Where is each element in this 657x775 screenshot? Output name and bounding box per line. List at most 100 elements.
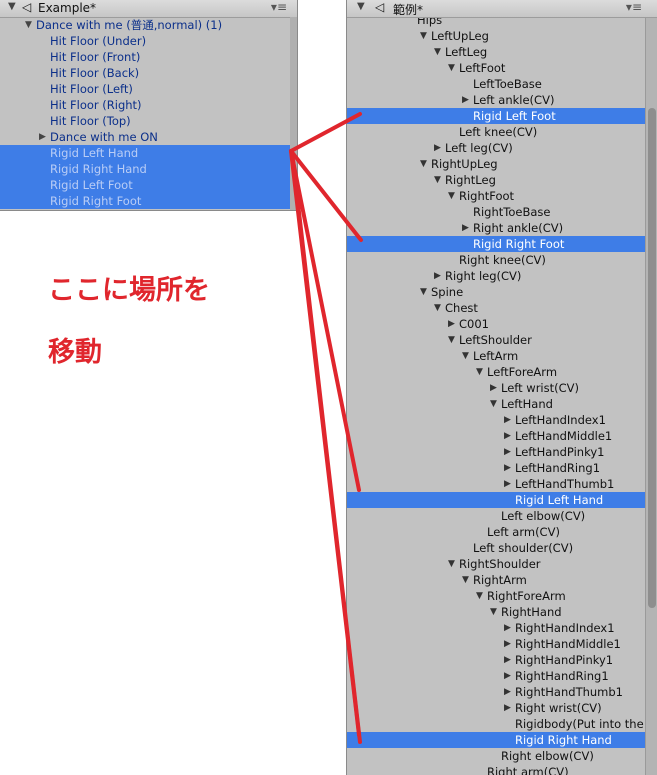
- tree-row[interactable]: Rigid Left Foot: [0, 177, 290, 193]
- expanded-arrow-icon[interactable]: ▼: [490, 399, 497, 409]
- expanded-arrow-icon[interactable]: ▼: [462, 575, 469, 585]
- scrollbar[interactable]: [290, 17, 297, 210]
- expanded-arrow-icon[interactable]: ▼: [462, 351, 469, 361]
- collapse-triangle-icon[interactable]: ▼: [8, 1, 16, 12]
- collapsed-arrow-icon[interactable]: ▶: [504, 479, 511, 489]
- tree-row[interactable]: Rigid Left Hand: [347, 492, 646, 508]
- tree-row[interactable]: Rigid Right Foot: [347, 236, 646, 252]
- tree-row[interactable]: ▶Left wrist(CV): [347, 380, 646, 396]
- expanded-arrow-icon[interactable]: ▼: [420, 287, 427, 297]
- expanded-arrow-icon[interactable]: ▼: [25, 20, 32, 30]
- tree-row[interactable]: Rigid Right Hand: [347, 732, 646, 748]
- tree-row[interactable]: ▶RightHandRing1: [347, 668, 646, 684]
- collapsed-arrow-icon[interactable]: ▶: [462, 95, 469, 105]
- expanded-arrow-icon[interactable]: ▼: [434, 47, 441, 57]
- tree-row[interactable]: Hit Floor (Left): [0, 81, 290, 97]
- tree-row[interactable]: ▶Right wrist(CV): [347, 700, 646, 716]
- collapsed-arrow-icon[interactable]: ▶: [504, 463, 511, 473]
- tree-row[interactable]: Left arm(CV): [347, 524, 646, 540]
- expanded-arrow-icon[interactable]: ▼: [420, 159, 427, 169]
- tree-row[interactable]: ▼LeftHand: [347, 396, 646, 412]
- tree-row[interactable]: ▼RightShoulder: [347, 556, 646, 572]
- collapsed-arrow-icon[interactable]: ▶: [504, 623, 511, 633]
- expanded-arrow-icon[interactable]: ▼: [434, 175, 441, 185]
- collapse-triangle-icon[interactable]: ▼: [357, 1, 365, 12]
- tree-row[interactable]: Left shoulder(CV): [347, 540, 646, 556]
- tree-row[interactable]: ▶LeftHandRing1: [347, 460, 646, 476]
- expanded-arrow-icon[interactable]: ▼: [448, 191, 455, 201]
- tree-row[interactable]: Hit Floor (Front): [0, 49, 290, 65]
- panel-menu-icon[interactable]: ▾≡: [625, 0, 642, 14]
- vertical-scrollbar[interactable]: [645, 18, 657, 775]
- expanded-arrow-icon[interactable]: ▼: [448, 63, 455, 73]
- expanded-arrow-icon[interactable]: ▼: [476, 591, 483, 601]
- tree-row[interactable]: Right elbow(CV): [347, 748, 646, 764]
- tree-row[interactable]: ▼RightUpLeg: [347, 156, 646, 172]
- hierarchy-header-example[interactable]: ▼ ◁ Example* ▾≡: [0, 0, 297, 18]
- tree-row[interactable]: Left elbow(CV): [347, 508, 646, 524]
- expanded-arrow-icon[interactable]: ▼: [448, 559, 455, 569]
- tree-row[interactable]: LeftToeBase: [347, 76, 646, 92]
- collapsed-arrow-icon[interactable]: ▶: [504, 655, 511, 665]
- tree-row[interactable]: Hit Floor (Under): [0, 33, 290, 49]
- expanded-arrow-icon[interactable]: ▼: [448, 335, 455, 345]
- collapsed-arrow-icon[interactable]: ▶: [504, 447, 511, 457]
- collapsed-arrow-icon[interactable]: ▶: [448, 319, 455, 329]
- tree-row[interactable]: ▶LeftHandIndex1: [347, 412, 646, 428]
- tree-row[interactable]: RightToeBase: [347, 204, 646, 220]
- collapsed-arrow-icon[interactable]: ▶: [39, 132, 46, 142]
- tree-row[interactable]: ▶Left leg(CV): [347, 140, 646, 156]
- tree-row[interactable]: ▶LeftHandPinky1: [347, 444, 646, 460]
- tree-row[interactable]: ▼RightHand: [347, 604, 646, 620]
- tree-row[interactable]: ▼LeftArm: [347, 348, 646, 364]
- tree-row[interactable]: ▼RightForeArm: [347, 588, 646, 604]
- tree-row[interactable]: Rigid Right Foot: [0, 193, 290, 209]
- tree-row[interactable]: ▼Dance with me (普通,normal) (1): [0, 17, 290, 33]
- expanded-arrow-icon[interactable]: ▼: [420, 31, 427, 41]
- tree-row[interactable]: ▶RightHandThumb1: [347, 684, 646, 700]
- tree-row[interactable]: ▼LeftLeg: [347, 44, 646, 60]
- collapsed-arrow-icon[interactable]: ▶: [490, 383, 497, 393]
- collapsed-arrow-icon[interactable]: ▶: [504, 671, 511, 681]
- tree-row[interactable]: ▶C001: [347, 316, 646, 332]
- tree-row[interactable]: Hit Floor (Right): [0, 97, 290, 113]
- collapsed-arrow-icon[interactable]: ▶: [504, 703, 511, 713]
- tree-row[interactable]: ▶Left ankle(CV): [347, 92, 646, 108]
- panel-menu-icon[interactable]: ▾≡: [270, 0, 287, 14]
- collapsed-arrow-icon[interactable]: ▶: [434, 143, 441, 153]
- tree-row[interactable]: ▼RightArm: [347, 572, 646, 588]
- tree-row[interactable]: ▼LeftFoot: [347, 60, 646, 76]
- collapsed-arrow-icon[interactable]: ▶: [504, 687, 511, 697]
- tree-row[interactable]: ▼LeftShoulder: [347, 332, 646, 348]
- collapsed-arrow-icon[interactable]: ▶: [434, 271, 441, 281]
- collapsed-arrow-icon[interactable]: ▶: [504, 431, 511, 441]
- tree-row[interactable]: ▶RightHandPinky1: [347, 652, 646, 668]
- expanded-arrow-icon[interactable]: ▼: [434, 303, 441, 313]
- tree-row[interactable]: ▼LeftUpLeg: [347, 28, 646, 44]
- tree-row[interactable]: Rigid Right Hand: [0, 161, 290, 177]
- tree-row[interactable]: ▶Right leg(CV): [347, 268, 646, 284]
- tree-row[interactable]: ▶LeftHandMiddle1: [347, 428, 646, 444]
- tree-row[interactable]: Left knee(CV): [347, 124, 646, 140]
- tree-row[interactable]: Rigidbody(Put into the: [347, 716, 646, 732]
- expanded-arrow-icon[interactable]: ▼: [476, 367, 483, 377]
- tree-row[interactable]: ▶Dance with me ON: [0, 129, 290, 145]
- tree-row[interactable]: ▶RightHandIndex1: [347, 620, 646, 636]
- expanded-arrow-icon[interactable]: ▼: [490, 607, 497, 617]
- tree-row[interactable]: ▶LeftHandThumb1: [347, 476, 646, 492]
- tree-row[interactable]: ▼RightFoot: [347, 188, 646, 204]
- tree-row[interactable]: ▶RightHandMiddle1: [347, 636, 646, 652]
- tree-row[interactable]: ▼LeftForeArm: [347, 364, 646, 380]
- hierarchy-panel-example[interactable]: ▼ ◁ Example* ▾≡ ▼Dance with me (普通,norma…: [0, 0, 298, 211]
- collapsed-arrow-icon[interactable]: ▶: [462, 223, 469, 233]
- tree-row[interactable]: ▶Right ankle(CV): [347, 220, 646, 236]
- tree-row[interactable]: Hit Floor (Back): [0, 65, 290, 81]
- tree-row[interactable]: Rigid Left Hand: [0, 145, 290, 161]
- hierarchy-header-sample[interactable]: ▼ ◁ 範例* ▾≡: [347, 0, 657, 18]
- tree-row[interactable]: Rigid Left Foot: [347, 108, 646, 124]
- collapsed-arrow-icon[interactable]: ▶: [504, 639, 511, 649]
- collapsed-arrow-icon[interactable]: ▶: [504, 415, 511, 425]
- tree-row[interactable]: ▼Spine: [347, 284, 646, 300]
- tree-row[interactable]: Right knee(CV): [347, 252, 646, 268]
